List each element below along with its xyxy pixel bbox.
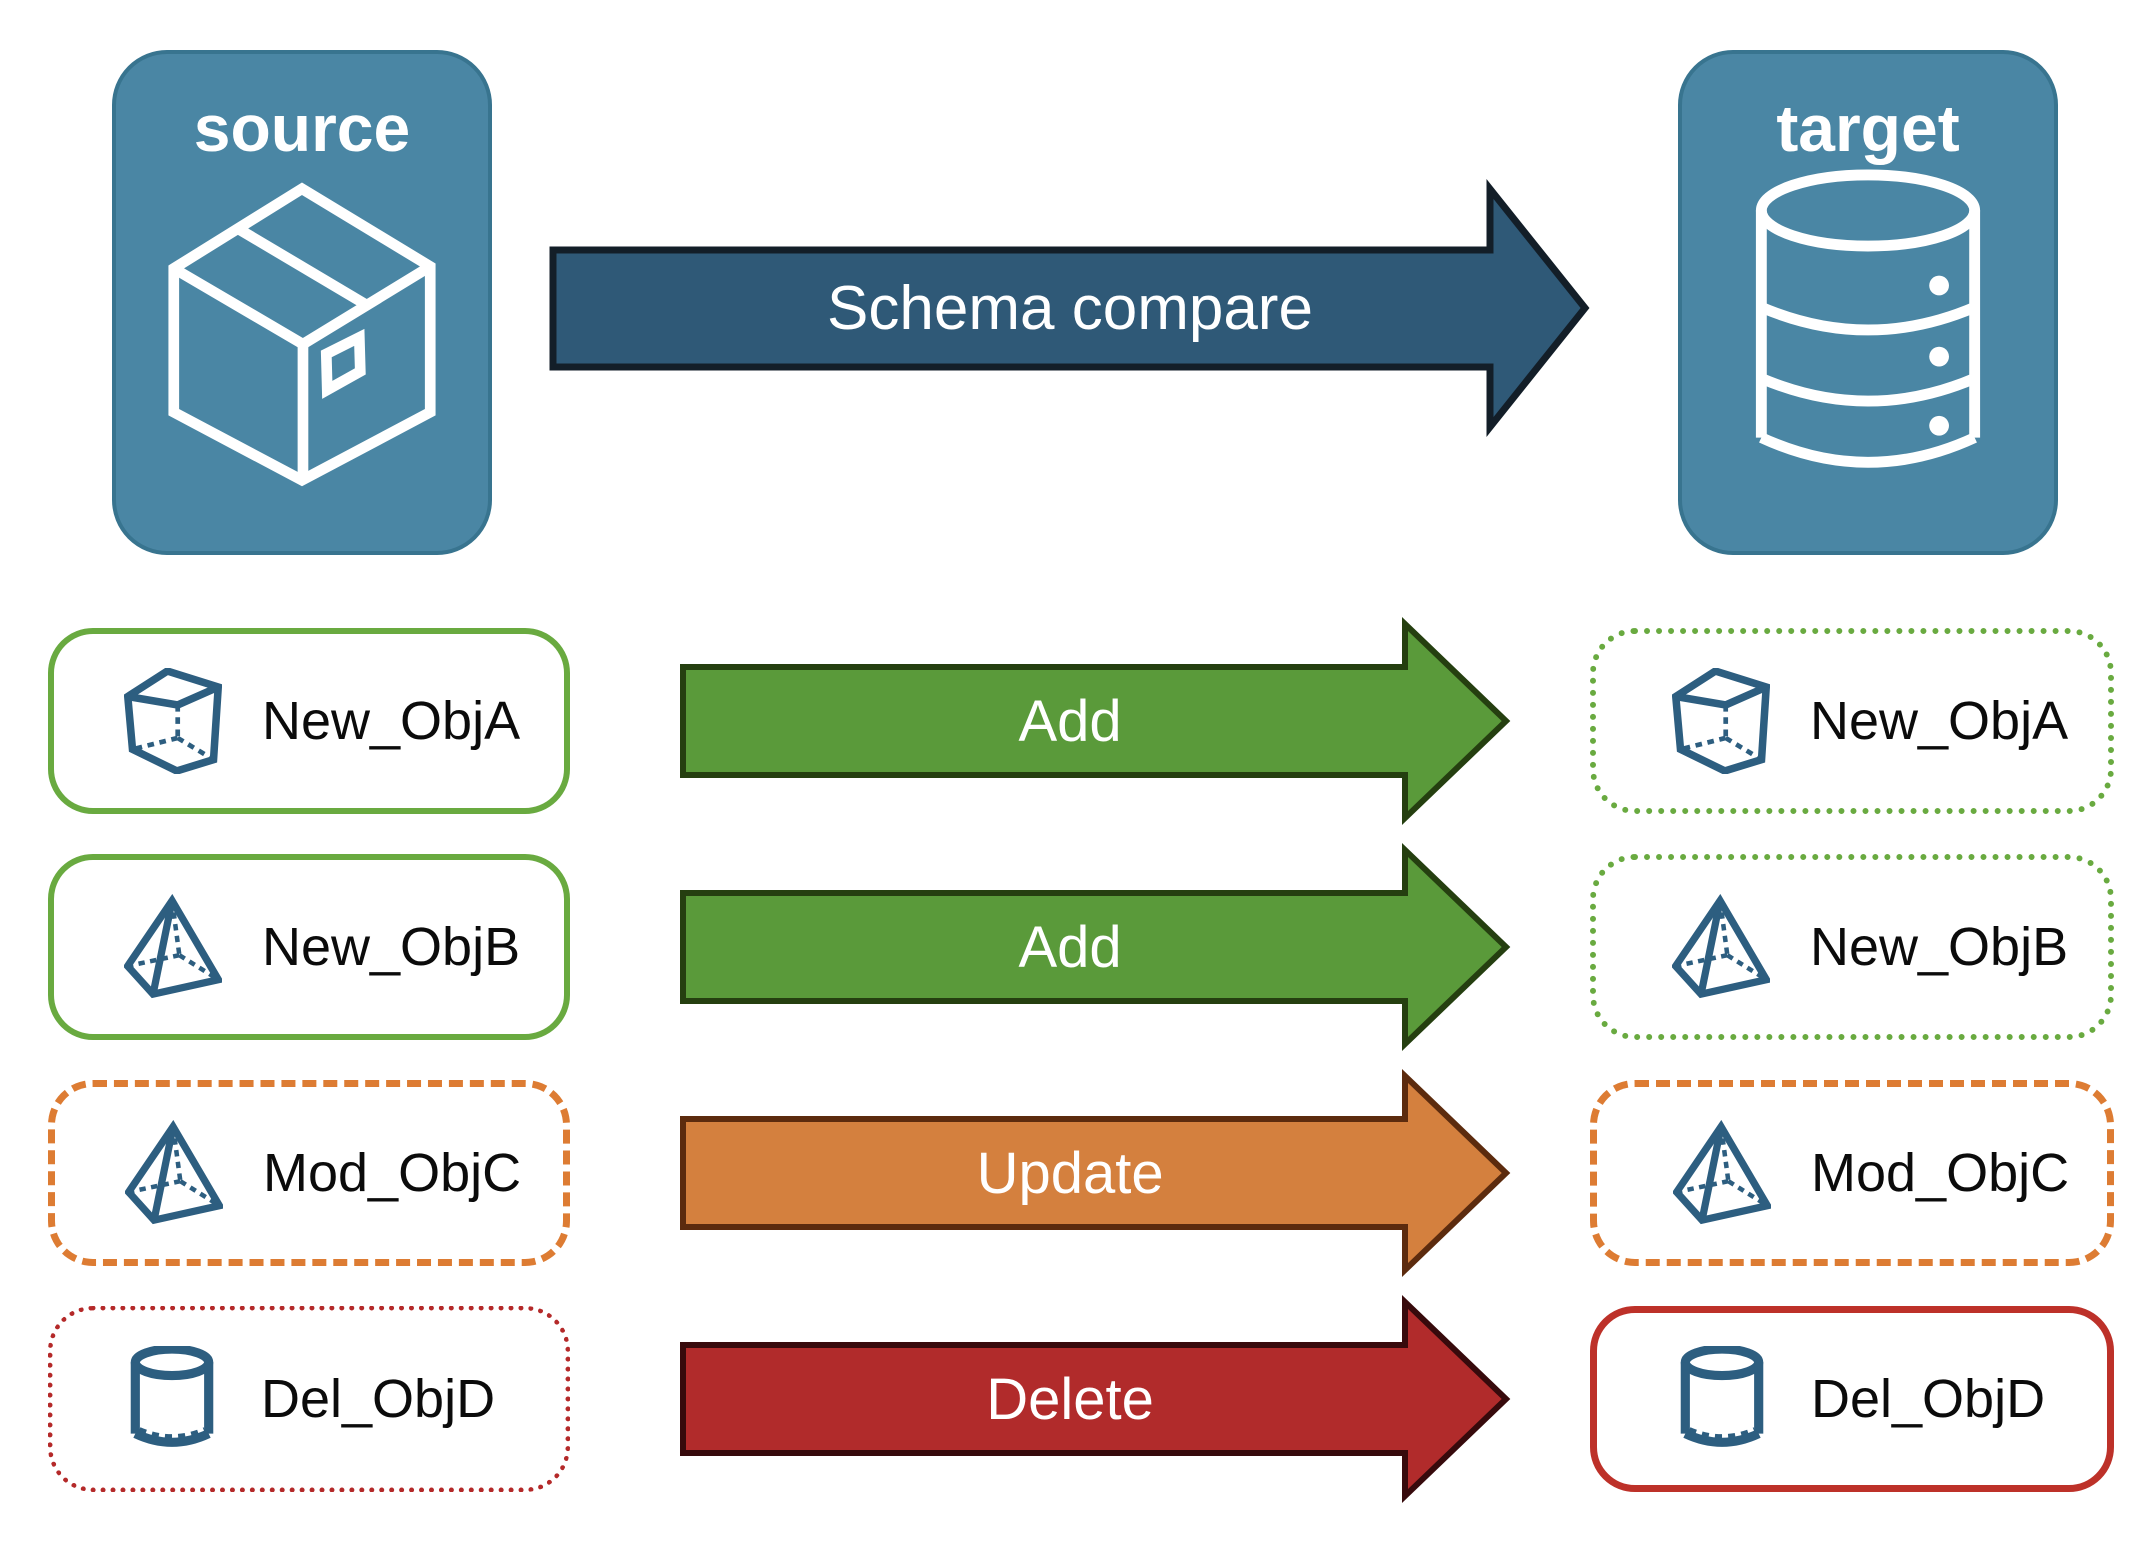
object-label: Del_ObjD — [261, 1369, 496, 1429]
right-arrow-shape — [680, 1068, 1511, 1278]
object-label: New_ObjB — [1810, 917, 2069, 977]
update-arrow: Update — [680, 1068, 1511, 1278]
arrow-label: Add — [1018, 688, 1122, 754]
target-title: target — [1776, 91, 1960, 165]
source-node: source — [112, 50, 492, 555]
package-icon — [166, 181, 438, 487]
delete-arrow: Delete — [680, 1294, 1511, 1504]
right-object-card: New_ObjA — [1590, 628, 2114, 814]
object-label: New_ObjB — [262, 917, 521, 977]
source-title: source — [193, 91, 411, 165]
database-icon — [1751, 169, 1985, 487]
object-label: New_ObjA — [262, 691, 521, 751]
schema-compare-arrow: Schema compare — [549, 179, 1590, 437]
schema-compare-label: Schema compare — [827, 273, 1313, 343]
object-label: New_ObjA — [1810, 691, 2069, 751]
left-object-card: New_ObjA — [48, 628, 570, 814]
cylinder-icon — [1673, 1346, 1771, 1452]
pyramid-icon — [124, 894, 222, 1000]
left-object-card: New_ObjB — [48, 854, 570, 1040]
cube-icon — [124, 668, 222, 774]
pyramid-icon — [125, 1120, 223, 1226]
object-label: Mod_ObjC — [263, 1143, 522, 1203]
arrow-label: Add — [1018, 914, 1122, 980]
right-arrow-shape — [680, 842, 1511, 1052]
arrow-label: Update — [976, 1140, 1164, 1206]
left-object-card: Mod_ObjC — [48, 1080, 570, 1266]
add-arrow: Add — [680, 842, 1511, 1052]
right-object-card: Del_ObjD — [1590, 1306, 2114, 1492]
cylinder-icon — [123, 1346, 221, 1452]
right-arrow-shape — [549, 179, 1590, 437]
right-arrow-shape — [680, 616, 1511, 826]
left-object-card: Del_ObjD — [48, 1306, 570, 1492]
arrow-label: Delete — [986, 1366, 1154, 1432]
right-arrow-shape — [680, 1294, 1511, 1504]
pyramid-icon — [1673, 1120, 1771, 1226]
add-arrow: Add — [680, 616, 1511, 826]
right-object-card: Mod_ObjC — [1590, 1080, 2114, 1266]
object-label: Mod_ObjC — [1811, 1143, 2070, 1203]
right-object-card: New_ObjB — [1590, 854, 2114, 1040]
target-node: target — [1678, 50, 2058, 555]
pyramid-icon — [1672, 894, 1770, 1000]
object-label: Del_ObjD — [1811, 1369, 2046, 1429]
cube-icon — [1672, 668, 1770, 774]
